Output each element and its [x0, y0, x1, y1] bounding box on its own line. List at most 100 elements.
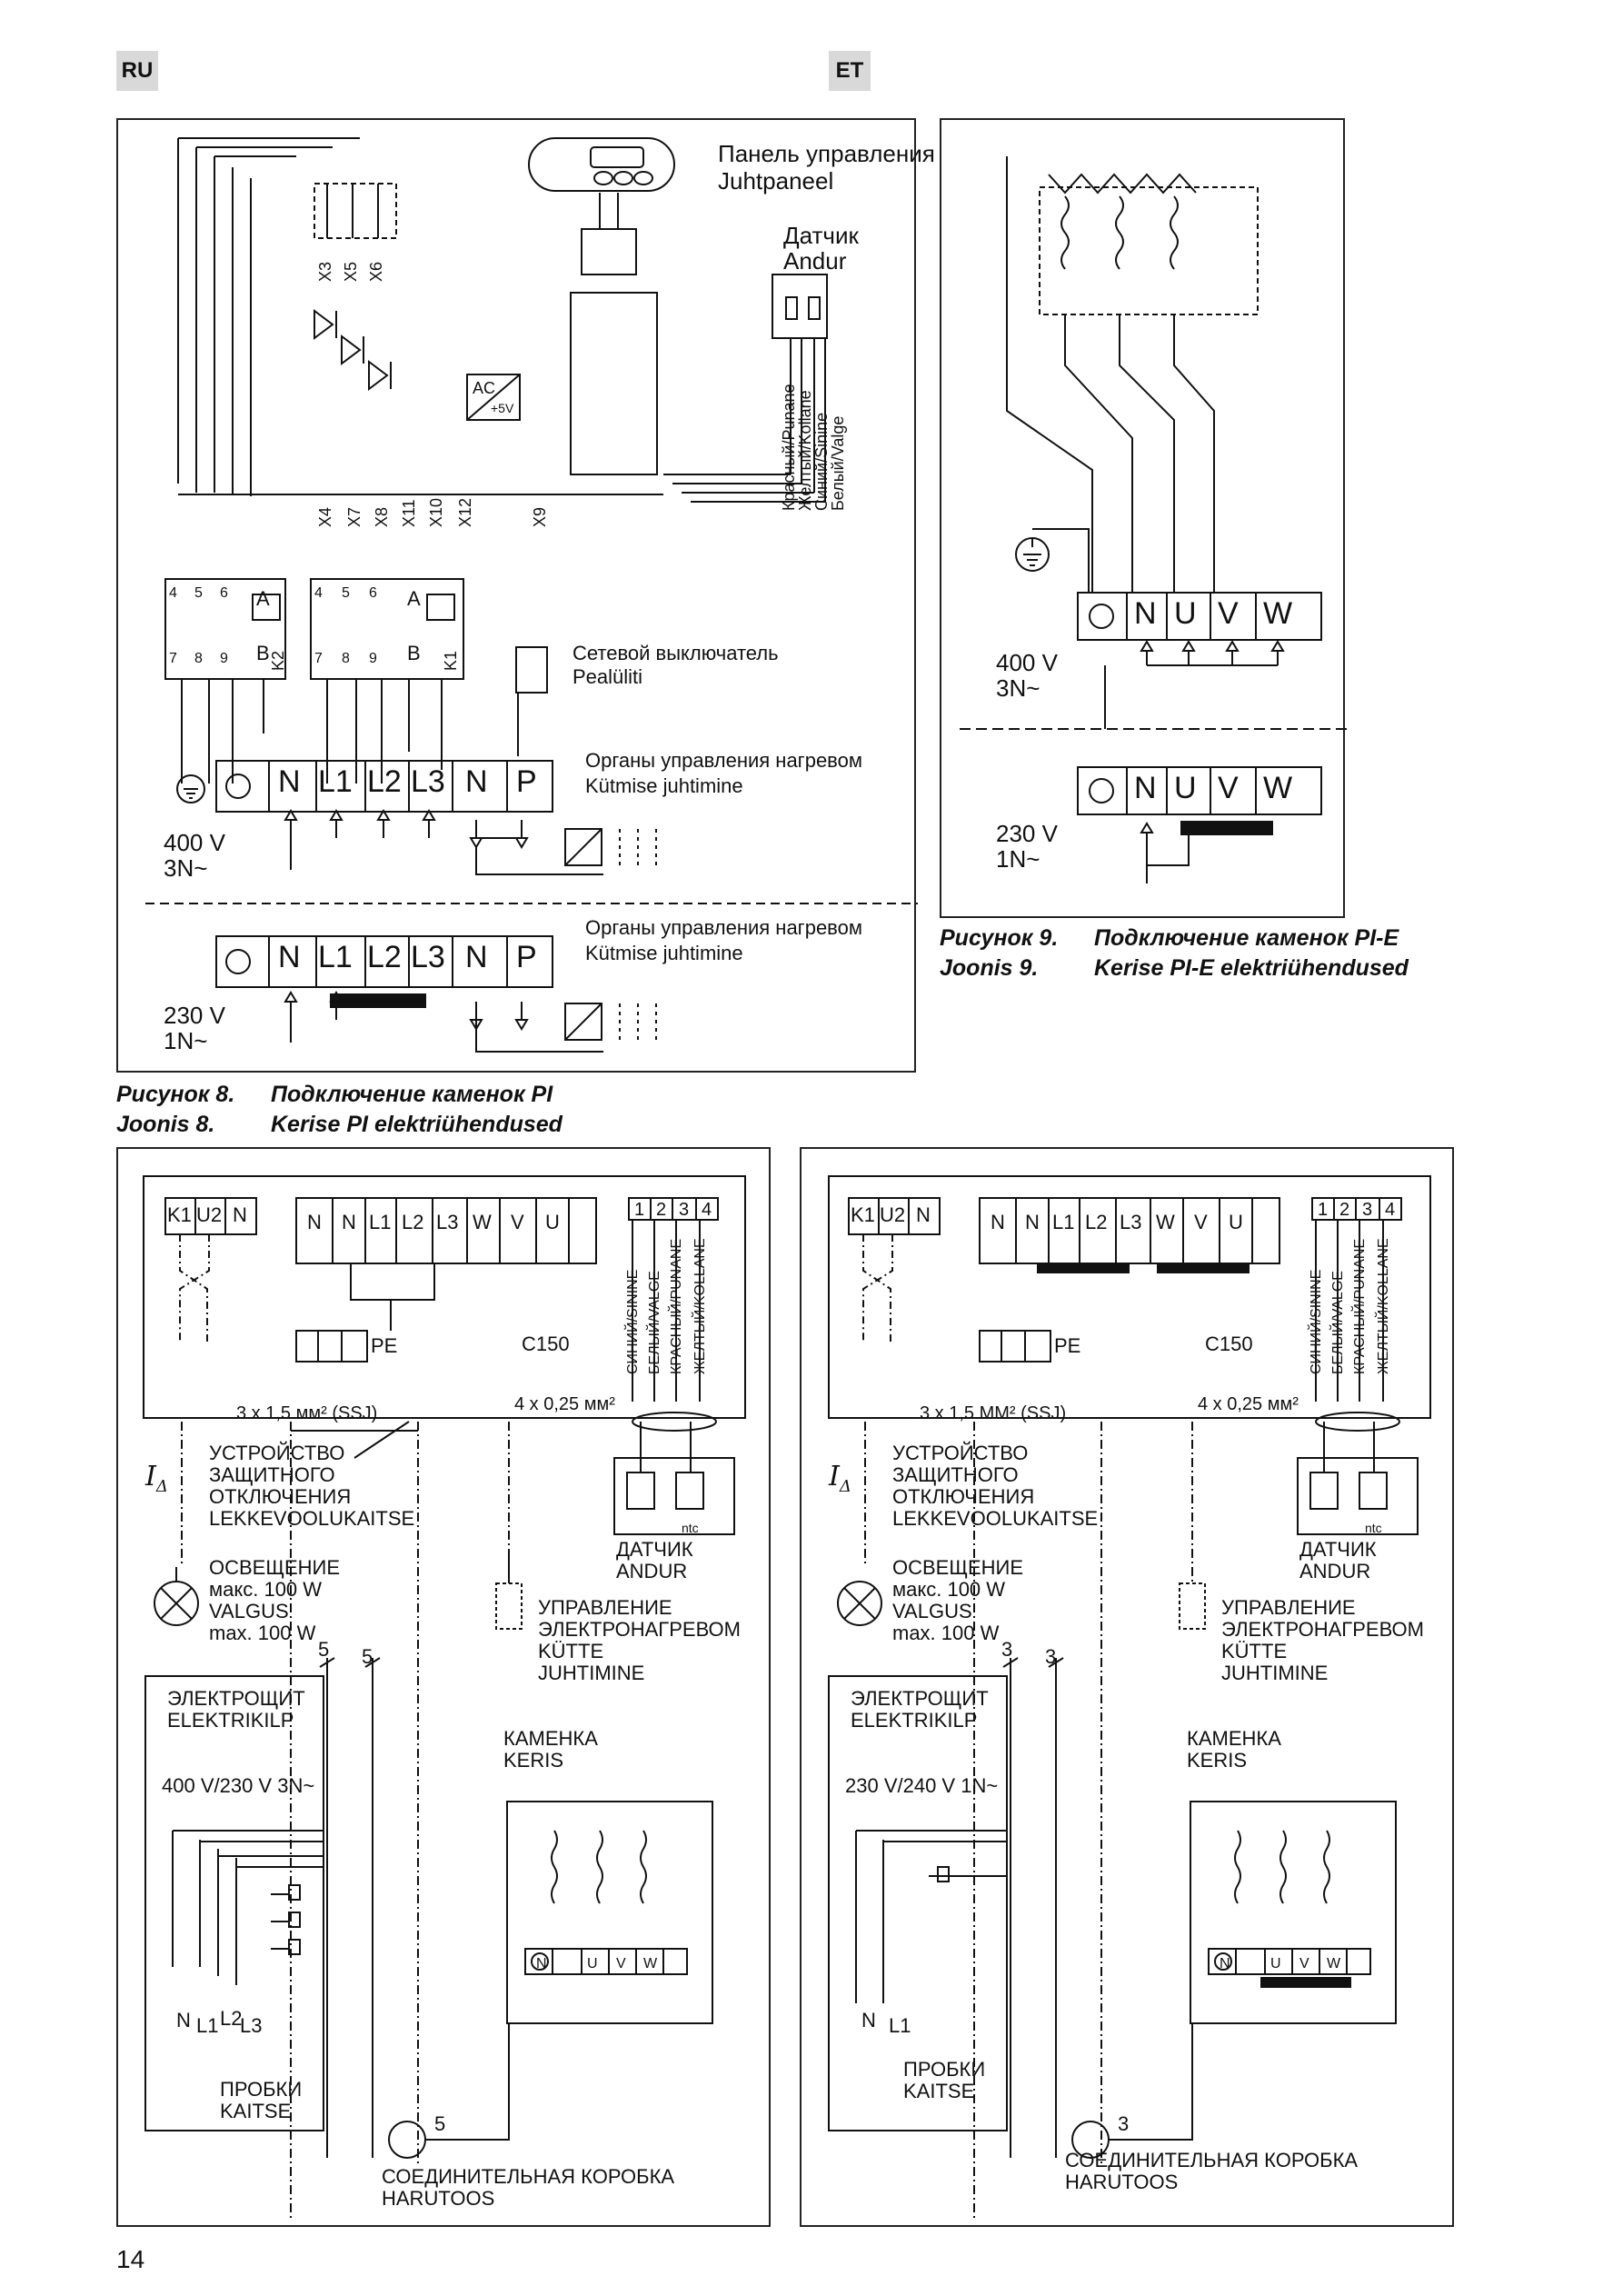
- heatctl-label-1: УПРАВЛЕНИЕ: [538, 1596, 672, 1619]
- figure-10a-wiring: [143, 1175, 746, 2221]
- x6-label: X6: [367, 261, 385, 282]
- fig9-phase-1n: 1N~: [996, 845, 1041, 873]
- heater-terminal-b-n: N: [1220, 1956, 1230, 1972]
- terminal-n2-230: N: [465, 940, 488, 974]
- rcd-label-b-1: УСТРОЙСТВО: [892, 1442, 1029, 1464]
- k2-pin-6: 6: [220, 585, 228, 601]
- fig8-caption-et: Kerise PI elektriühendused: [271, 1112, 563, 1137]
- rcd-symbol: IΔ: [145, 1461, 168, 1497]
- heatctl-label-3: KÜTTE: [538, 1640, 604, 1662]
- fig9-phase-3n: 3N~: [996, 674, 1041, 702]
- phase-l1: L1: [196, 2014, 219, 2037]
- x3-label: X3: [316, 261, 334, 282]
- c150-label-b: C150: [1205, 1333, 1253, 1355]
- phase-b-n: N: [861, 2009, 876, 2031]
- ac-label: AC: [473, 379, 496, 397]
- k2-b-label: B: [256, 642, 270, 664]
- heat-label-ru: Органы управления нагревом: [585, 749, 862, 772]
- switch-label-et: Pealüliti: [573, 665, 643, 688]
- heater-terminal-v: V: [616, 1956, 626, 1972]
- rcd-symbol-b: IΔ: [829, 1461, 851, 1497]
- main-terminal-b-7: V: [1194, 1211, 1208, 1233]
- sensor-label-2: ANDUR: [616, 1560, 688, 1582]
- light-label-2: макс. 100 W: [209, 1578, 323, 1601]
- heater-label-1: КАМЕНКА: [503, 1727, 598, 1750]
- wire-white-label-b: БЕЛЫЙ/VALGE: [1330, 1271, 1346, 1374]
- heatctl-label-4: JUHTIMINE: [538, 1662, 645, 1684]
- junction-label-2: HARUTOOS: [382, 2187, 495, 2210]
- fig8-caption-et-key: Joonis 8.: [116, 1112, 215, 1137]
- k1-a-label: A: [407, 587, 421, 610]
- terminal-p-400: P: [516, 764, 537, 799]
- figure-9: N U V W 400 V 3N~ N U V W 230 V 1N~: [940, 118, 1347, 918]
- wire-count-b-2: 3: [1045, 1645, 1057, 1668]
- wire-count-2: 5: [362, 1645, 373, 1668]
- heater-terminal-u: U: [587, 1956, 598, 1972]
- panel-label-b-2: ELEKTRIKILP: [851, 1709, 978, 1732]
- sensor-label-b-2: ANDUR: [1299, 1560, 1371, 1582]
- main-terminal-4: L2: [402, 1211, 424, 1233]
- fig9-terminal-v-400: V: [1218, 596, 1239, 631]
- rcd-label-1: УСТРОЙСТВО: [209, 1442, 345, 1464]
- x9-label: X9: [531, 506, 549, 527]
- sensor-label-ru: Датчик: [783, 222, 859, 249]
- main-terminal-b-2: N: [1025, 1211, 1040, 1233]
- main-terminal-b-6: W: [1156, 1211, 1175, 1233]
- plus5v-label: +5V: [491, 401, 514, 415]
- n-k-terminal: N: [233, 1203, 247, 1226]
- u2-terminal: U2: [196, 1203, 223, 1226]
- fig8-caption-ru-key: Рисунок 8.: [116, 1082, 235, 1107]
- terminal-l2-400: L2: [367, 764, 402, 799]
- fig9-terminal-u-230: U: [1174, 771, 1197, 805]
- main-terminal-b-1: N: [991, 1211, 1005, 1233]
- cable-ssj-label: 3 x 1,5 мм² (SSJ): [236, 1403, 378, 1423]
- fig9-terminal-w-230: W: [1263, 771, 1293, 805]
- k1-b-label: B: [407, 642, 421, 664]
- fig9-caption-et-key: Joonis 9.: [940, 955, 1039, 981]
- wire-label-white: Белый/Valge: [829, 415, 847, 511]
- figure-10b: K1 U2 N N N L1 L2 L3 W V U 1 2 3 4 СИНИЙ…: [800, 1147, 1454, 2227]
- wire-blue-label-b: СИНИЙ/SININE: [1309, 1269, 1324, 1374]
- terminal-l1-230: L1: [318, 940, 353, 974]
- rcd-label-4: LEKKEVOOLUKAITSE: [209, 1507, 415, 1530]
- sensor-label-et: Andur: [783, 247, 847, 275]
- heater-label-b-1: КАМЕНКА: [1187, 1727, 1281, 1750]
- wire-yellow-label: ЖЕЛТЫЙ/KOLLANE: [692, 1238, 708, 1374]
- main-terminal-b-5: L3: [1120, 1211, 1142, 1233]
- num-terminal-4: 4: [702, 1200, 712, 1220]
- rcd-label-2: ЗАЩИТНОГО: [209, 1463, 335, 1486]
- k2-pin-8: 8: [194, 651, 203, 666]
- sensor-label-1: ДАТЧИК: [616, 1538, 693, 1561]
- terminal-p-230: P: [516, 940, 537, 974]
- k1-pin-5: 5: [342, 585, 350, 601]
- heat-label-et: Kütmise juhtimine: [585, 774, 743, 797]
- wire-red-label: КРАСНЫЙ/PUNANE: [669, 1238, 684, 1374]
- panel-label-ru: Панель управления: [718, 140, 935, 167]
- voltage-400: 400 V: [164, 829, 225, 856]
- terminal-n-230: N: [278, 940, 301, 974]
- terminal-n2-400: N: [465, 764, 488, 799]
- fuses-label-b-1: ПРОБКИ: [903, 2058, 986, 2081]
- terminal-l3-400: L3: [411, 764, 445, 799]
- wire-count-b-1: 3: [1001, 1638, 1013, 1661]
- figure-8-wiring: [145, 137, 918, 1053]
- ntc-label: ntc: [682, 1521, 699, 1535]
- fig9-caption-ru-key: Рисунок 9.: [940, 925, 1059, 951]
- rcd-label-3: ОТКЛЮЧЕНИЯ: [209, 1485, 352, 1508]
- k1-pin-6: 6: [369, 585, 377, 601]
- phase-3n: 3N~: [164, 854, 208, 882]
- fuses-label-2: KAITSE: [220, 2100, 292, 2122]
- fig9-terminal-v-230: V: [1218, 771, 1239, 805]
- terminal-l2-230: L2: [367, 940, 402, 974]
- light-label-3: VALGUS: [209, 1600, 289, 1622]
- wire-blue-label: СИНИЙ/SININE: [625, 1269, 641, 1374]
- c150-label: C150: [522, 1333, 570, 1355]
- fig9-terminal-n-230: N: [1134, 771, 1157, 805]
- supply-label: 400 V/230 V 3N~: [162, 1774, 315, 1797]
- num-terminal-b-4: 4: [1385, 1200, 1396, 1220]
- figure-10b-wiring: [828, 1175, 1431, 2221]
- heater-terminal-b-v: V: [1299, 1956, 1309, 1972]
- heatctl-label-b-1: УПРАВЛЕНИЕ: [1221, 1596, 1356, 1619]
- u2-terminal-b: U2: [880, 1203, 906, 1226]
- phase-l2: L2: [220, 2007, 243, 2030]
